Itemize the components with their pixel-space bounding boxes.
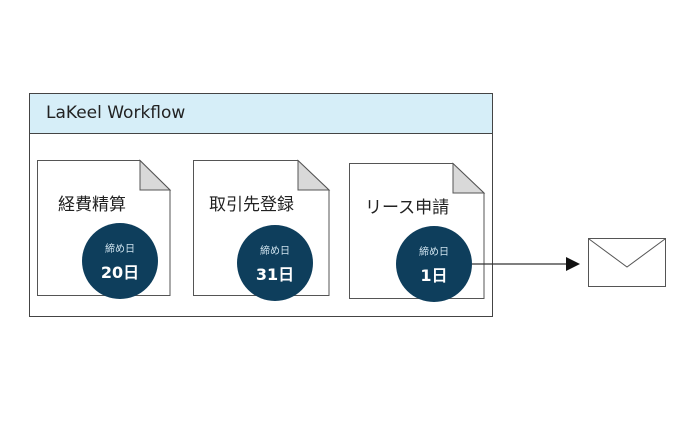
badge-caption: 締め日 xyxy=(105,244,135,255)
badge-caption: 締め日 xyxy=(260,246,290,257)
document-label-supplier: 取引先登録 xyxy=(209,195,294,215)
document-label-expense: 経費精算 xyxy=(58,195,126,215)
badge-caption: 締め日 xyxy=(419,247,449,258)
badge-value: 1日 xyxy=(420,266,448,285)
deadline-badge: 締め日 1日 xyxy=(396,226,472,302)
workflow-header: LaKeel Workflow xyxy=(30,94,492,134)
document-label-lease: リース申請 xyxy=(365,198,450,218)
badge-value: 31日 xyxy=(255,265,295,284)
badge-value: 20日 xyxy=(100,263,140,282)
envelope-icon xyxy=(588,238,666,287)
flow-arrow xyxy=(472,257,580,271)
deadline-badge: 締め日 31日 xyxy=(237,225,313,301)
deadline-badge: 締め日 20日 xyxy=(82,223,158,299)
workflow-title: LaKeel Workflow xyxy=(46,103,186,123)
